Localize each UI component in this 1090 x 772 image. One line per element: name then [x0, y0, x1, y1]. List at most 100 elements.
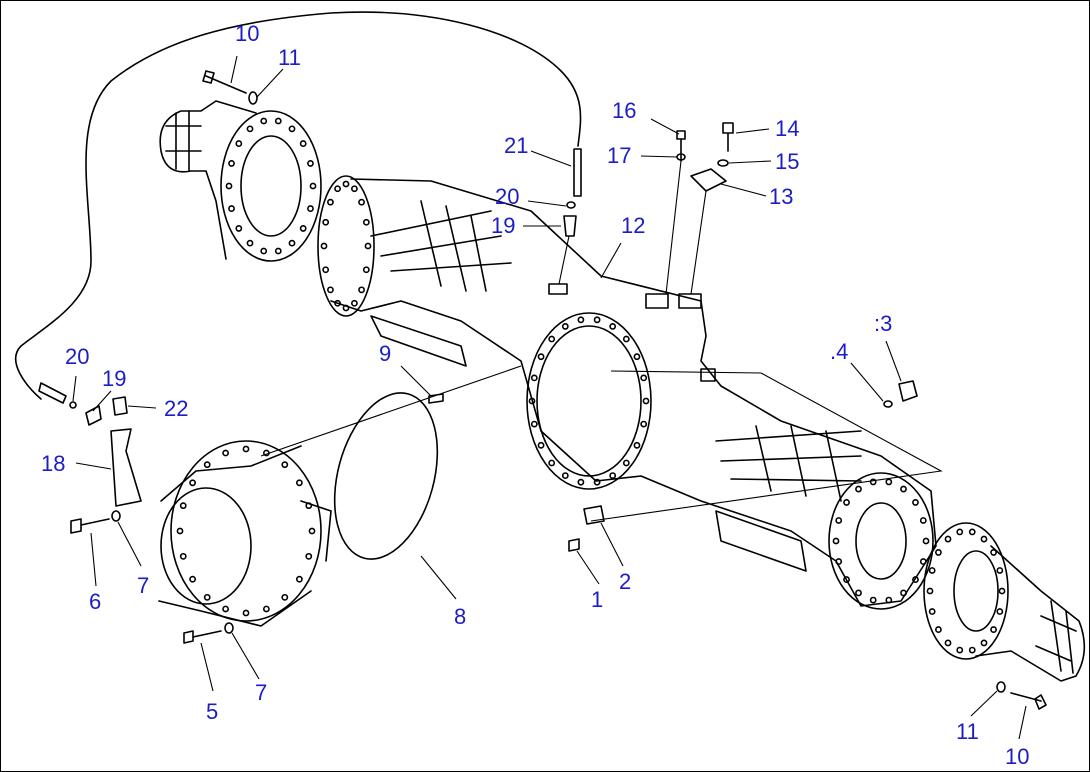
bolt-hole: [327, 286, 334, 294]
bolt-hole: [309, 182, 317, 190]
bolt-hole: [900, 485, 907, 493]
callout-8: 8: [454, 604, 466, 629]
wire-harness: [14, 11, 582, 400]
bolt-hole: [609, 323, 617, 330]
bolt-hole: [956, 646, 964, 654]
bolt-hole: [295, 575, 303, 583]
differential-carrier: [158, 365, 522, 627]
bolt-hole: [926, 587, 934, 595]
bolt-hole: [530, 374, 538, 382]
callout-2: 2: [619, 569, 631, 594]
bolt-hole: [358, 286, 365, 294]
bolt-hole: [928, 608, 936, 615]
bolt-hole: [242, 609, 250, 617]
bolt-hole: [561, 472, 569, 479]
bolt-hole: [944, 639, 952, 647]
bolt-hole: [944, 535, 952, 543]
callout-10-top: 10: [235, 21, 259, 46]
bolt-hole: [561, 323, 569, 330]
bolt-hole: [843, 576, 850, 583]
bolt-hole: [362, 218, 370, 226]
callout-3: :3: [874, 311, 892, 336]
callout-17: 17: [607, 143, 631, 168]
callout-5: 5: [206, 699, 218, 724]
bolt-hole: [222, 449, 230, 457]
bolt-hole: [364, 242, 372, 250]
callout-20-left: 20: [65, 344, 89, 369]
bolt-hole: [203, 461, 211, 469]
bolt-hole: [968, 646, 976, 654]
callout-15: 15: [775, 149, 799, 174]
bolt-hole: [537, 441, 545, 449]
bolt-hole: [235, 140, 243, 147]
bolt-hole: [530, 420, 538, 428]
bolt-hole: [633, 353, 641, 361]
callout-16: 16: [612, 98, 636, 123]
bolt-hole: [869, 596, 877, 604]
bolt-hole: [322, 218, 330, 226]
bolt-hole: [262, 449, 270, 457]
bolt-hole: [996, 608, 1004, 615]
bolt-hole: [334, 299, 341, 307]
callout-6: 6: [89, 589, 101, 614]
gasket-plane: [590, 370, 943, 522]
bolt-hole: [869, 478, 877, 486]
bolt-hole: [912, 499, 919, 506]
callout-7-lower: 7: [255, 680, 267, 705]
bolt-hole: [305, 502, 313, 510]
bolt-hole: [222, 605, 230, 613]
bolt-hole: [633, 441, 641, 449]
bolt-hole: [990, 626, 997, 633]
bolt-hole: [351, 185, 358, 193]
hub-right-bottom: [923, 522, 1086, 682]
bolt-hole: [225, 182, 233, 190]
bolt-hole: [998, 587, 1006, 595]
callout-10-bottom: 10: [1005, 744, 1029, 769]
bolt-hole: [622, 335, 630, 343]
bolt-hole: [299, 140, 307, 147]
bolt-hole: [956, 528, 964, 536]
callout-12: 12: [621, 213, 645, 238]
bolt-hole: [260, 117, 268, 125]
bolt-hole: [358, 198, 365, 206]
bolt-hole: [351, 299, 358, 307]
bolt-hole: [935, 626, 942, 633]
bolt-hole: [622, 459, 630, 467]
bolt-hole: [228, 205, 235, 212]
bolt-hole: [299, 225, 307, 232]
bolt-hole: [900, 589, 907, 597]
bolt-hole: [885, 478, 893, 486]
callout-4: .4: [830, 339, 848, 364]
bolt-hole: [203, 593, 211, 601]
bolt-hole: [835, 517, 843, 524]
bolt-hole: [288, 125, 296, 133]
bolt-hole: [609, 472, 617, 479]
bolt-hole: [228, 160, 235, 167]
bolt-hole: [246, 239, 254, 247]
callout-11-top: 11: [278, 45, 301, 70]
bolt-hole: [593, 478, 601, 486]
bolt-hole: [189, 575, 197, 583]
callout-7-upper: 7: [137, 573, 149, 598]
hub-left-top: [159, 100, 322, 262]
bolt-hole: [342, 304, 350, 312]
callout-19-top: 19: [491, 213, 515, 238]
bolt-hole: [342, 180, 350, 188]
bolt-hole: [281, 461, 289, 469]
callout-19-left: 19: [102, 366, 126, 391]
bolt-hole: [855, 589, 862, 597]
bolt-hole: [919, 517, 927, 524]
housing-flange-left: [317, 175, 375, 317]
bolt-hole: [176, 527, 184, 535]
bolt-hole: [320, 242, 328, 250]
bolt-hole: [835, 558, 843, 565]
bolt-hole: [843, 499, 850, 506]
bolt-hole: [334, 185, 341, 193]
bolt-hole: [928, 567, 936, 574]
bolt-hole: [577, 478, 585, 486]
bolt-hole: [307, 205, 314, 212]
bolt-hole: [935, 549, 942, 556]
bolt-hole: [189, 479, 197, 487]
bolt-hole: [642, 397, 650, 405]
